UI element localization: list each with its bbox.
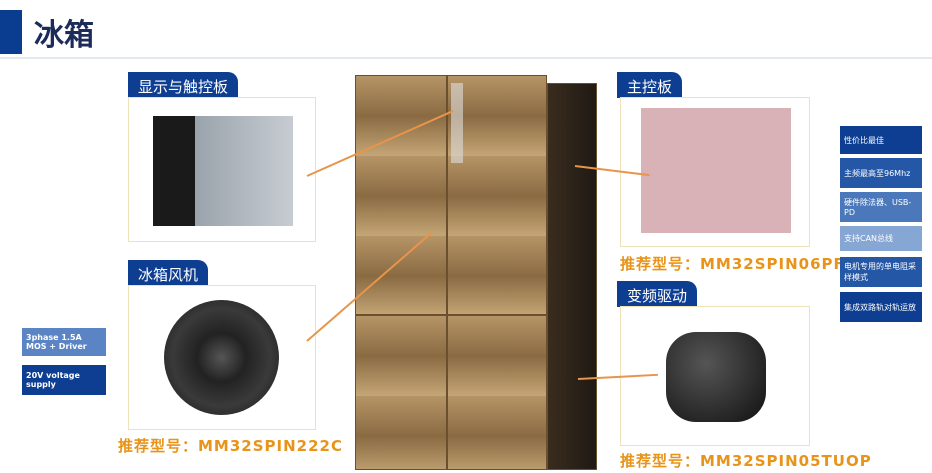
refrigerator-image — [355, 75, 600, 470]
feature-box: 主频最高至96Mhz — [840, 158, 922, 188]
fan-panel — [128, 285, 316, 430]
inverter-section-tab: 变频驱动 — [617, 281, 698, 307]
main-board-recommend: 推荐型号：MM32SPIN06PF — [620, 255, 845, 273]
inverter-recommend: 推荐型号：MM32SPIN05TUOP — [620, 452, 872, 470]
feature-box: 性价比最佳 — [840, 126, 922, 154]
feature-box: 集成双路轨对轨运放 — [840, 292, 922, 322]
touch-panel-image — [153, 116, 293, 226]
display-section-tab: 显示与触控板 — [128, 72, 239, 98]
main-board-section-tab: 主控板 — [617, 72, 683, 98]
title-accent-bar — [0, 10, 22, 54]
fan-image — [164, 300, 279, 415]
main-board-panel — [620, 97, 810, 247]
pcb-image — [641, 108, 791, 233]
fan-recommend: 推荐型号：MM32SPIN222C — [118, 437, 343, 455]
display-panel — [128, 97, 316, 242]
header-divider — [0, 57, 932, 59]
page-title: 冰箱 — [34, 18, 94, 53]
feature-box: 电机专用的单电阻采样模式 — [840, 257, 922, 287]
left-feature-box: 20V voltage supply — [22, 365, 106, 395]
compressor-image — [666, 332, 766, 422]
feature-box: 硬件除法器、USB-PD — [840, 192, 922, 222]
feature-box: 支持CAN总线 — [840, 226, 922, 251]
left-feature-box: 3phase 1.5A MOS + Driver — [22, 328, 106, 356]
fan-section-tab: 冰箱风机 — [128, 260, 209, 286]
